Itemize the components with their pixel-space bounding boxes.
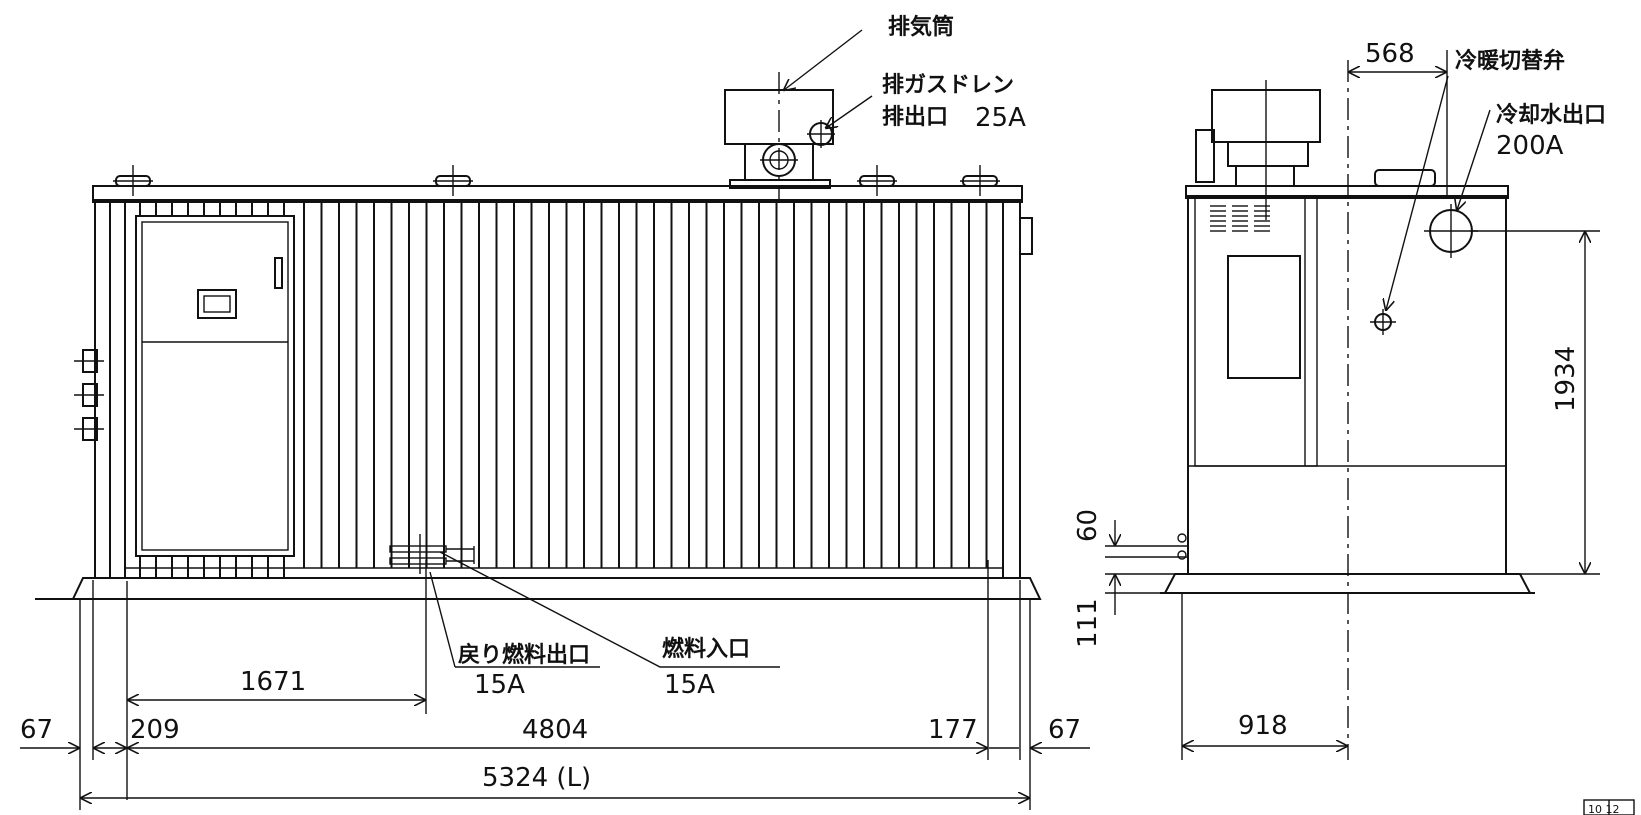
annotations: 排気筒 排ガスドレン 排出口 25A 戻り燃料出口 15A 燃料入口 15A 冷… — [20, 14, 1606, 793]
side-top-nozzle — [1374, 169, 1436, 187]
label-cooling-water-outlet: 冷却水出口 — [1496, 102, 1606, 128]
front-elevation — [20, 29, 1090, 810]
label-exhaust-drain-size: 25A — [975, 103, 1026, 133]
label-exhaust-drain: 排ガスドレン — [882, 73, 1014, 98]
dim-text-918: 918 — [1238, 711, 1288, 741]
side-panel — [1194, 195, 1318, 467]
dim-text-1671: 1671 — [240, 667, 306, 697]
side-fitting — [1195, 129, 1215, 183]
label-switch-valve: 冷暖切替弁 — [1455, 48, 1565, 74]
dim-text-111: 111 — [1073, 598, 1103, 648]
leader-exhaust-drain — [826, 95, 873, 128]
leader-cooling-water — [1457, 109, 1491, 210]
side-elevation — [1105, 50, 1600, 760]
side-grilles — [1210, 205, 1270, 232]
dim-text-4804: 4804 — [522, 715, 588, 745]
left-nozzles — [74, 349, 104, 441]
dim-text-5324: 5324 (L) — [482, 763, 591, 793]
dim-text-568: 568 — [1365, 39, 1415, 69]
side-body — [1187, 195, 1507, 575]
dim-text-67-left: 67 — [20, 715, 53, 745]
leader-return-fuel — [429, 571, 456, 668]
control-display — [197, 289, 237, 319]
door-handle — [274, 257, 283, 289]
dim-text-209: 209 — [130, 715, 180, 745]
side-window — [1227, 255, 1301, 379]
top-lugs — [113, 165, 1000, 196]
side-stack-neck — [1227, 141, 1309, 167]
leader-switch-valve — [1386, 75, 1449, 310]
dim-text-1934: 1934 — [1551, 346, 1581, 412]
label-exhaust-stack: 排気筒 — [888, 14, 954, 40]
panel-door — [135, 215, 295, 557]
label-exhaust-drain-outlet: 排出口 — [882, 105, 948, 130]
main-body — [94, 199, 1021, 579]
control-panel — [135, 202, 295, 578]
dim-text-60: 60 — [1073, 509, 1103, 542]
top-cover — [92, 185, 1023, 203]
label-cooling-water-size: 200A — [1496, 131, 1564, 161]
label-fuel-inlet: 燃料入口 — [662, 636, 750, 662]
corrugated-ribs — [303, 202, 988, 568]
label-return-fuel-size: 15A — [474, 670, 525, 700]
fuel-connections — [389, 534, 475, 574]
base-skid — [71, 577, 1042, 600]
exhaust-stack — [724, 72, 835, 200]
leader-exhaust-stack — [784, 29, 863, 90]
label-fuel-inlet-size: 15A — [664, 670, 715, 700]
side-top-cover — [1185, 185, 1509, 199]
side-stack-base — [1235, 165, 1295, 187]
corner-stamp: 10 12 — [1583, 799, 1635, 815]
control-display-screen — [203, 295, 231, 313]
louvres — [139, 202, 285, 578]
dim-text-67-right: 67 — [1048, 715, 1081, 745]
stamp-text: 10 12 — [1588, 803, 1620, 815]
leader-fuel-inlet — [439, 551, 780, 668]
right-nozzle — [1019, 217, 1033, 255]
dim-text-177: 177 — [928, 715, 978, 745]
panel-door-inner — [141, 221, 289, 551]
stack-flange — [729, 179, 831, 189]
label-return-fuel-outlet: 戻り燃料出口 — [458, 642, 590, 668]
